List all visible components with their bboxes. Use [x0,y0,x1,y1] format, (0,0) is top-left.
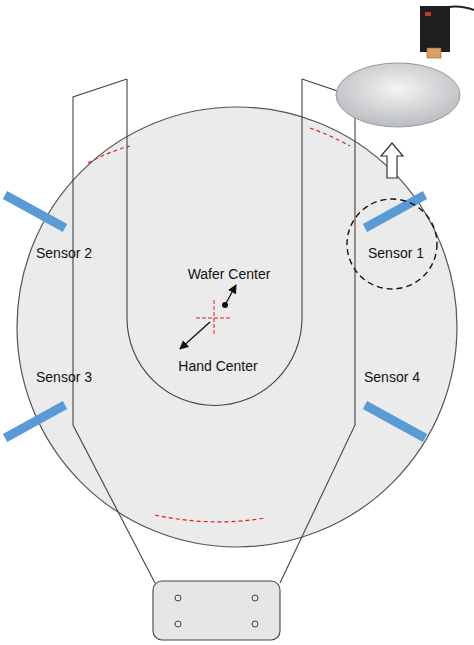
sensor-bar [365,195,425,228]
hollow-arrow [381,143,403,178]
sensor-led [425,12,431,16]
sensor-bar [365,405,425,438]
mount-hole [252,595,258,601]
wafer-circle [17,107,457,547]
contact-mark [88,146,130,163]
hand-crosshair [214,300,215,336]
sensor-bar [5,405,65,438]
mount-hole [252,621,258,627]
sensor-bar [5,195,65,228]
sensor-tab [427,48,441,58]
hand-base [153,581,280,640]
sensor-label: Wafer Center [188,266,271,282]
hand-outline [280,79,355,583]
leader-arrow [180,322,210,349]
mount-hole [175,595,181,601]
contact-mark [155,515,265,522]
mount-hole [175,621,181,627]
sensor-label: Sensor 4 [364,369,420,385]
sensor-label: Sensor 1 [368,245,424,261]
sensor-label: Sensor 2 [36,245,92,261]
wafer-photo [336,63,460,127]
sensor-photo [420,6,450,52]
contact-mark [310,128,350,146]
callout-circle [347,199,437,289]
hand-fork [127,79,302,406]
leader-arrow [225,285,236,305]
sensor-label: Sensor 3 [36,369,92,385]
sensor-label: Hand Center [178,358,257,374]
hand-outline [73,79,155,583]
